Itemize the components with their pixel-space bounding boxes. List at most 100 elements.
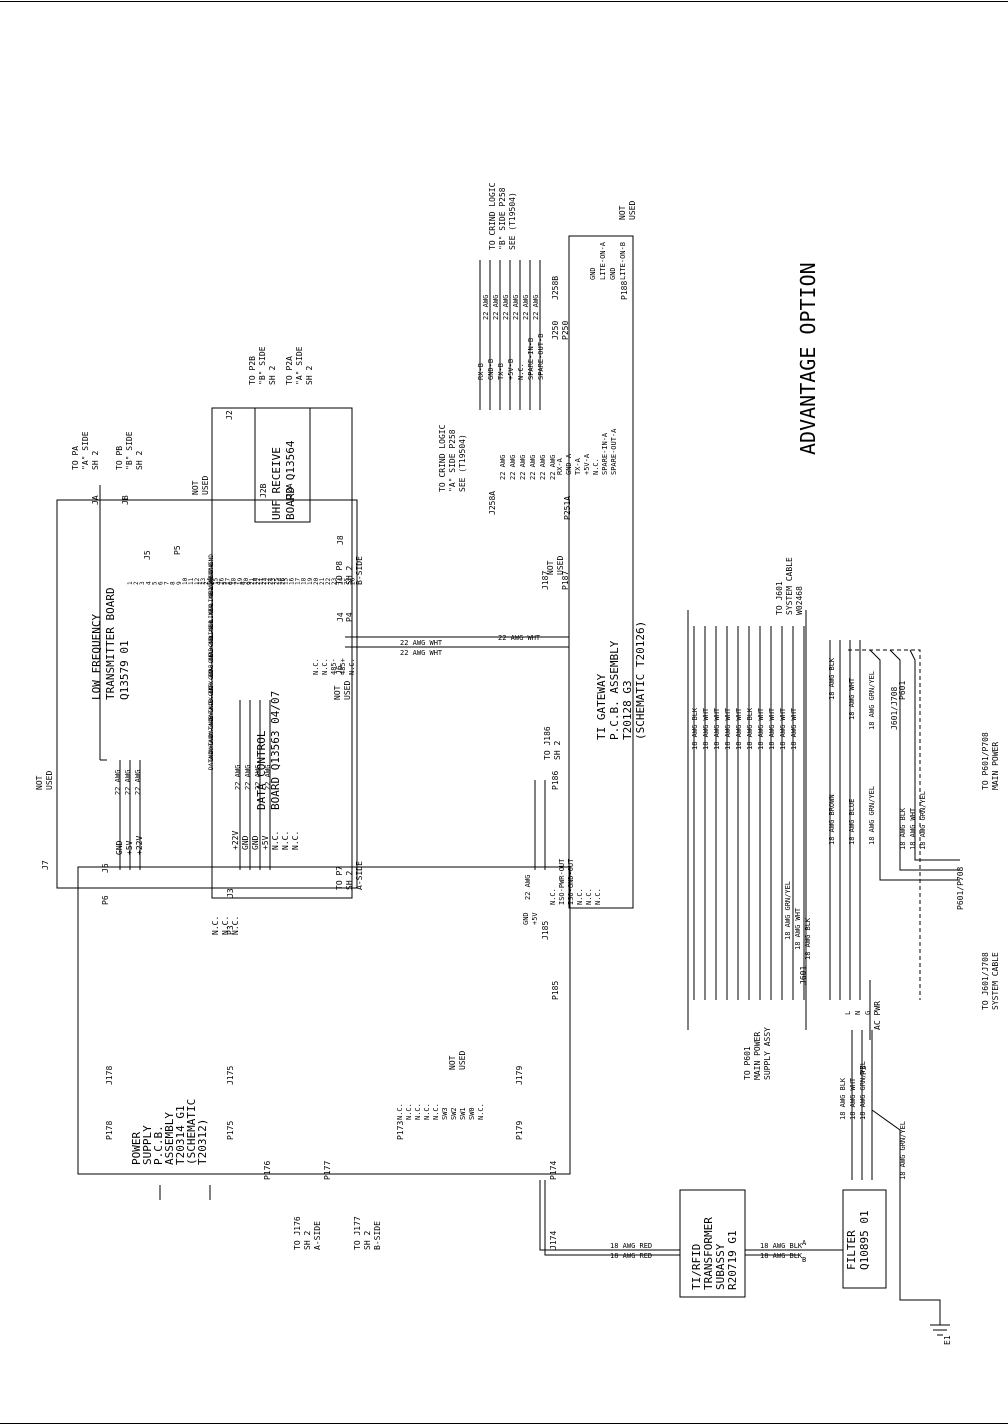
connector-e1: E1: [943, 1335, 952, 1345]
p173-signal: N.C.: [423, 1103, 431, 1120]
p5-pin-number: 8: [240, 581, 247, 585]
ref-to-pa: TO PA: [71, 446, 80, 470]
connector-j2a: J2A: [285, 483, 294, 498]
j4-signal: 485+: [339, 658, 347, 675]
wire-awg18-j601: 18 AWG WHT: [713, 707, 721, 750]
j185-signal: N.C.: [576, 888, 584, 905]
j5-pin-number: 4: [145, 581, 152, 585]
p5-pin-number: 22: [325, 577, 332, 585]
not-used-label-1: USED: [201, 476, 210, 495]
j5-signal: TX-EN+: [208, 682, 215, 704]
wire-awg18-grnyel-b: 18 AWG GRN/YEL: [919, 791, 927, 850]
j5-pin-number: 1: [127, 581, 134, 585]
j5-pin-number: 5: [151, 581, 158, 585]
wire-awg22-wht-b: 22 AWG WHT: [400, 639, 443, 647]
not-used-label-4: NOT: [448, 1055, 457, 1070]
not-used-label-5: NOT: [618, 205, 627, 220]
ti-board-name: TI GATEWAY: [595, 673, 608, 740]
j4-signal: N.C.: [312, 658, 320, 675]
connector-p601_p708: P601/P708: [956, 866, 965, 910]
wire-awg22-lf: 22 AWG: [134, 770, 142, 795]
j3-signal: N.C.: [291, 831, 300, 850]
connector-j6_dc: J6: [335, 665, 344, 675]
j5-pin-number: 20: [243, 577, 250, 585]
wire-awg22-crind-a: 22 AWG: [519, 455, 527, 480]
xfmr-board-name: TI/RFID: [690, 1244, 703, 1290]
filter-board-name: Q10895 01: [858, 1210, 871, 1270]
connector-p173: P173: [396, 1121, 405, 1140]
j3-signal: N.C.: [281, 831, 290, 850]
j6-signal: GND: [115, 840, 124, 855]
ref-to-p601-p708: MAIN POWER: [991, 742, 1000, 790]
wire-awg18-grnyel-j601: 18 AWG GRN/YEL: [784, 881, 792, 940]
j5-pin-number: 18: [231, 577, 238, 585]
j185-signal: N.C.: [585, 888, 593, 905]
j5-signal: GND: [208, 570, 215, 581]
xfmr-outline: [679, 1189, 746, 1298]
wire-awg18-j601: 18 AWG WHT: [768, 707, 776, 750]
p5-pin-number: 25: [343, 577, 350, 585]
p5-pin-number: 1: [197, 581, 204, 585]
wire-awg22-crind-a: 22 AWG: [539, 455, 547, 480]
xfmr-board-name: TRANSFORMER: [702, 1217, 715, 1290]
j5-signal: TX-EN-: [208, 666, 215, 688]
ref-to-pb: SH 2: [135, 451, 144, 470]
ref-to-p601-main: SUPPLY ASSY: [763, 1027, 772, 1080]
j5-pin-number: 3: [139, 581, 146, 585]
j258b-signal: RX-B: [477, 363, 485, 380]
ref-to-pa: SH 2: [91, 451, 100, 470]
connector-jb: JB: [121, 495, 130, 505]
p5-pin-number: 17: [295, 577, 302, 585]
p3-nc: N.C.: [221, 916, 230, 935]
p5-pin-number: 3: [209, 581, 216, 585]
j185-left: GND: [522, 912, 530, 925]
connector-j601: J601: [799, 966, 808, 985]
j185-signal: ISO-PWR-OUT: [558, 858, 566, 905]
wire-awg18-brown: 18 AWG BROWN: [828, 794, 836, 845]
p5-pin-number: 15: [282, 577, 289, 585]
pin-a: A: [802, 1239, 807, 1247]
j4-signal: N.C.: [321, 658, 329, 675]
wire-awg22-crind-b: 22 AWG: [502, 295, 510, 320]
ref-to-j601: W02468: [795, 586, 804, 615]
j5-pin-number: 8: [170, 581, 177, 585]
pin-n: N: [854, 1011, 862, 1015]
ref-to-p8: TO P8: [335, 561, 344, 585]
not-used-label-4: USED: [458, 1051, 467, 1070]
connector-ja: JA: [91, 495, 100, 505]
p188-signal: LITE-ON-B: [619, 242, 627, 280]
wire-awg22-crind-a: 22 AWG: [529, 455, 537, 480]
connector-j6: J6: [101, 863, 110, 873]
j185-left: +5V: [531, 912, 539, 925]
ref-to-p8: B-SIDE: [355, 556, 364, 585]
filter-outline: [842, 1189, 887, 1289]
wire-awg18-j601: 18 AWG WHT: [757, 707, 765, 750]
p5-pin-number: 26: [350, 577, 357, 585]
j5-pin-number: 17: [225, 577, 232, 585]
j5-signal: DATA-A+: [208, 744, 215, 770]
wire-awg22-crind-b: 22 AWG: [492, 295, 500, 320]
ref-crind-b: "B" SIDE P258: [498, 187, 507, 250]
ref-to-j176: SH 2: [303, 1231, 312, 1250]
ac-pwr-label: AC PWR: [873, 1001, 882, 1030]
wire-awg22-lf: 22 AWG: [124, 770, 132, 795]
wire-awg22-crind-a: 22 AWG: [499, 455, 507, 480]
not-used-label-3: USED: [343, 681, 352, 700]
wire-awg22-crind-b: 22 AWG: [532, 295, 540, 320]
j5-signal: LINE+: [208, 620, 215, 638]
wire-awg18-grnyel-p601: 18 AWG GRN/YEL: [868, 671, 876, 730]
ref-to-p601-main: TO P601: [743, 1046, 752, 1080]
j5-pin-number: 12: [194, 577, 201, 585]
connector-j2b: J2B: [259, 483, 268, 498]
ps-board-name: (SCHEMATIC: [185, 1099, 198, 1165]
connector-p176: P176: [263, 1161, 272, 1180]
j5-signal: GND: [208, 685, 215, 696]
j5-signal: AB-SEL-: [208, 630, 215, 655]
j5-signal: LINE-A-: [208, 564, 215, 589]
uhf-board-name: BOARD Q13564: [284, 440, 297, 520]
ref-to-p601-main: MAIN POWER: [753, 1032, 762, 1080]
ps-board-outline: [77, 866, 571, 1175]
ref-crind-a: TO CRIND LOGIC: [438, 424, 447, 492]
wire-awg18-red-a: 18 AWG RED: [610, 1242, 652, 1250]
